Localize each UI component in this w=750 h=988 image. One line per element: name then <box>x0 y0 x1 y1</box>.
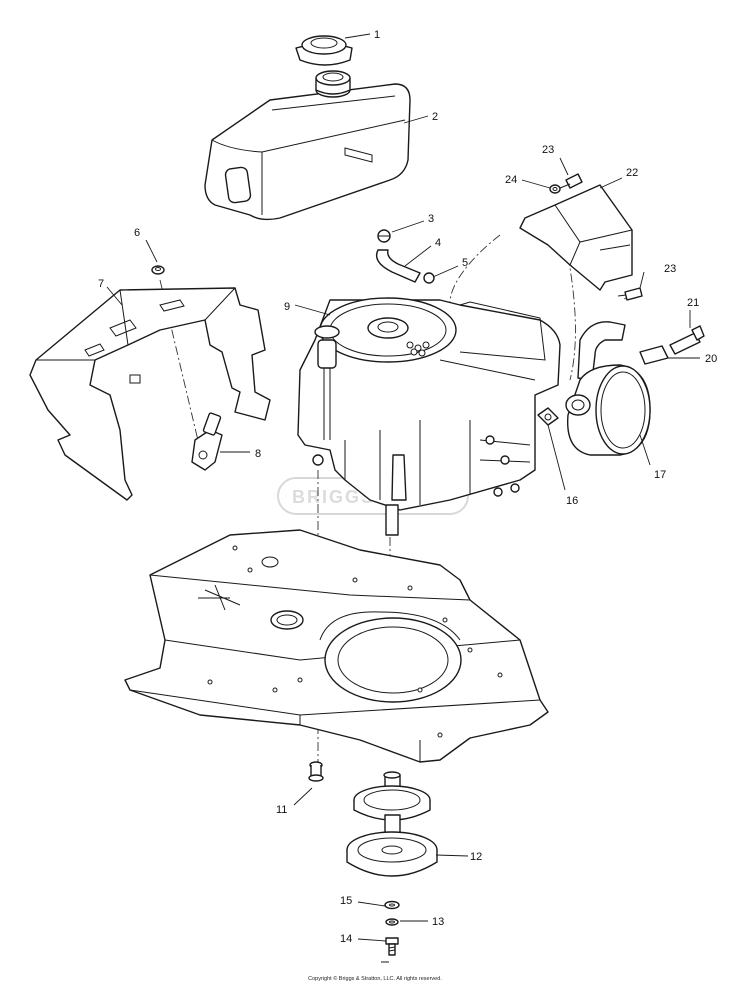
callouts: 1 2 3 4 5 6 7 8 9 11 12 13 14 15 16 17 2… <box>98 29 717 945</box>
pulley <box>346 771 438 877</box>
callout-15: 15 <box>340 895 352 907</box>
callout-21: 21 <box>687 297 699 309</box>
exhaust-gasket <box>537 407 559 426</box>
callout-1: 1 <box>374 29 380 41</box>
muffler <box>565 321 651 456</box>
bolt-23-upper <box>559 173 583 189</box>
callout-11: 11 <box>276 804 287 816</box>
callout-7: 7 <box>98 278 104 290</box>
lock-tab <box>639 345 669 365</box>
engine <box>297 297 561 536</box>
lock-washer-13 <box>385 918 399 926</box>
callout-8: 8 <box>255 448 261 460</box>
callout-20: 20 <box>705 353 717 365</box>
washer-24 <box>549 184 561 194</box>
callout-12: 12 <box>470 851 482 863</box>
nut <box>151 265 165 275</box>
engine-shroud <box>29 287 271 501</box>
muffler-bolt <box>669 325 705 355</box>
frame <box>124 529 549 763</box>
bolt-14 <box>385 937 399 956</box>
callout-13: 13 <box>432 916 444 928</box>
washer-15 <box>384 900 400 910</box>
callout-24: 24 <box>505 174 517 186</box>
callout-2: 2 <box>432 111 438 123</box>
callout-16: 16 <box>566 495 578 507</box>
callout-22: 22 <box>626 167 638 179</box>
svg-text:BRIGGS: BRIGGS <box>292 487 375 507</box>
callout-5: 5 <box>462 257 468 269</box>
muffler-bracket <box>519 184 633 291</box>
callout-23-lower: 23 <box>664 263 676 275</box>
fuel-line <box>375 229 435 284</box>
copyright-notice: Copyright © Briggs & Stratton, LLC. All … <box>308 976 442 982</box>
bolt-11 <box>308 761 324 782</box>
fuel-cap <box>295 35 353 66</box>
throttle-control <box>191 412 223 471</box>
bolt-23-lower <box>617 287 643 301</box>
callout-17: 17 <box>654 469 666 481</box>
callout-3: 3 <box>428 213 434 225</box>
callout-9: 9 <box>284 301 290 313</box>
callout-6: 6 <box>134 227 140 239</box>
fuel-tank <box>204 70 411 221</box>
callout-4: 4 <box>435 237 441 249</box>
callout-23-upper: 23 <box>542 144 554 156</box>
leader-lines <box>106 33 700 942</box>
callout-14: 14 <box>340 933 352 945</box>
